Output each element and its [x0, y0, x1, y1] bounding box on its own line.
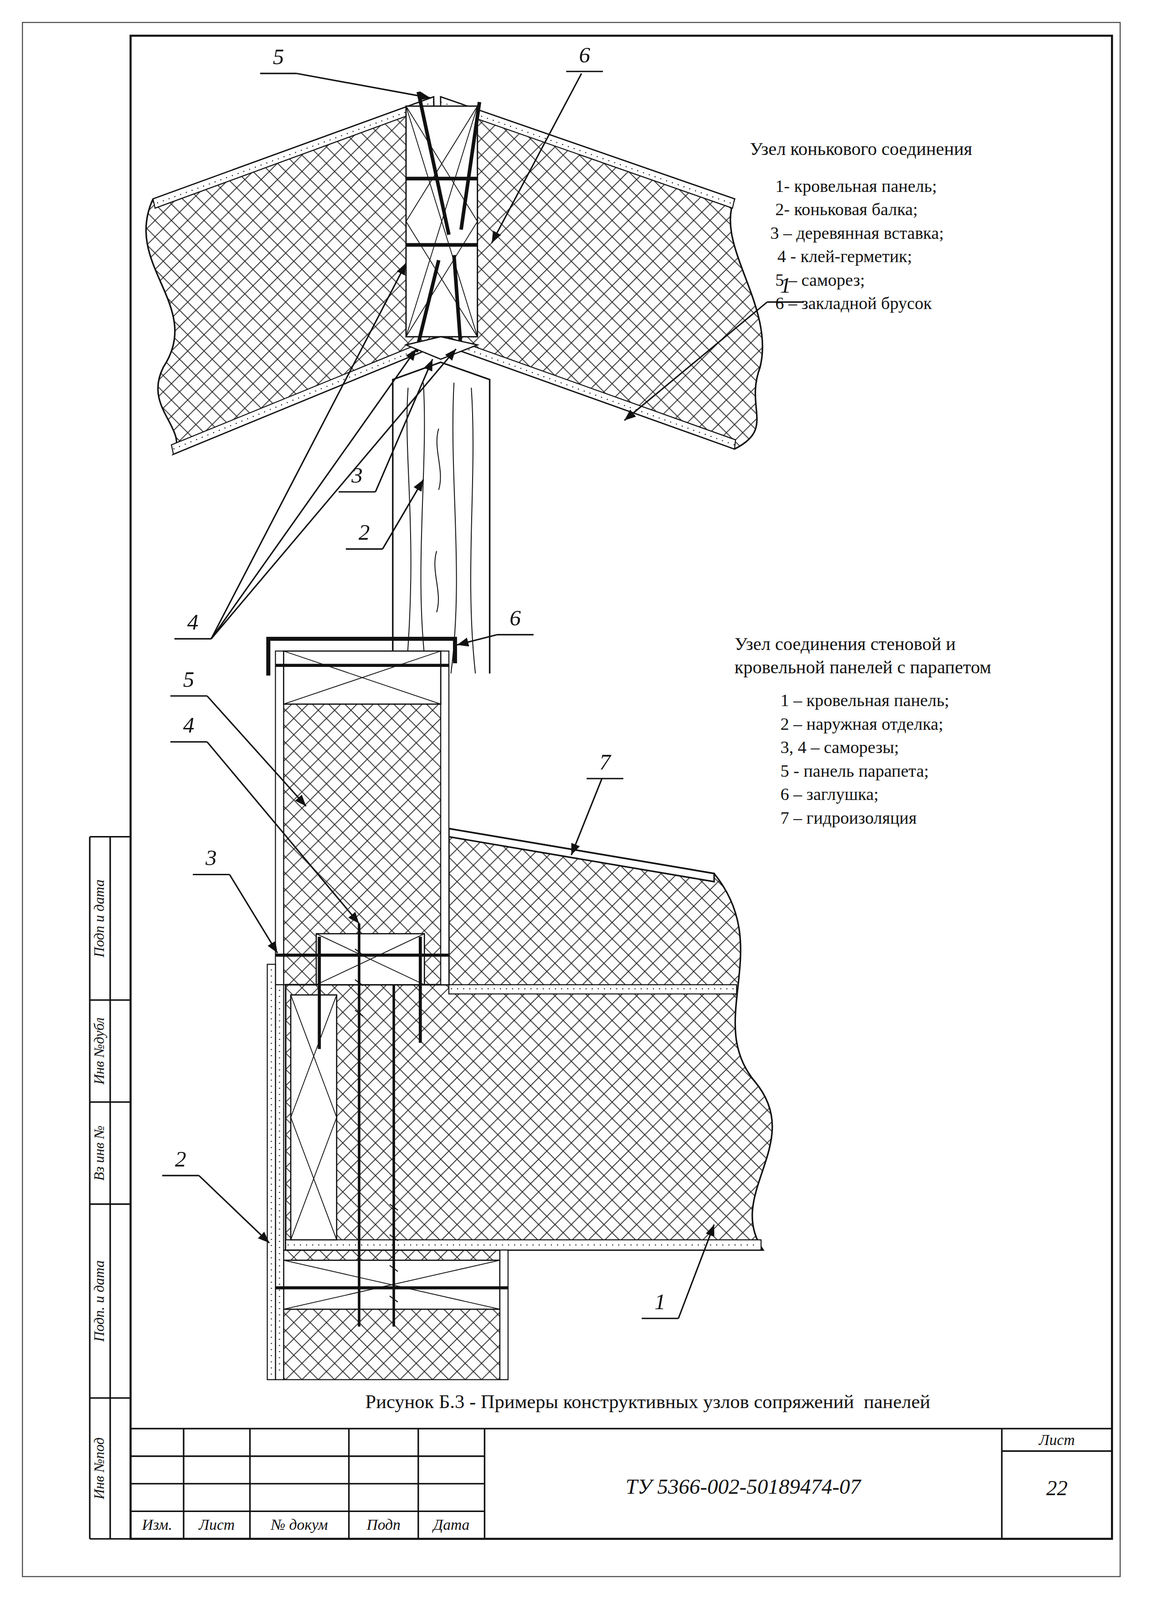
- legend-entry: 6 – заглушка;: [780, 783, 1087, 806]
- callout-number: 4: [173, 710, 205, 740]
- leader-lines-part: [229, 874, 278, 953]
- leader-lines: [162, 71, 804, 1319]
- ridge-joint-figure-part: [406, 106, 478, 337]
- leader-lines-part: [210, 349, 417, 639]
- leader-lines-part: [624, 302, 767, 421]
- leader-lines-part: [206, 741, 360, 923]
- ridge-joint-figure-part: [406, 91, 480, 352]
- parapet-joint-figure-part: [283, 1249, 500, 1380]
- parapet-joint-figure-part: [283, 650, 441, 704]
- parapet-joint-figure-part: [359, 923, 394, 1327]
- leader-lines-part: [491, 73, 582, 243]
- callout-number: 5: [263, 42, 294, 72]
- leader-lines-part: [199, 1175, 270, 1243]
- callout-number: 6: [499, 603, 531, 633]
- callout-number: 1: [770, 271, 801, 300]
- parapet-joint-figure-part: [283, 1260, 500, 1309]
- title-block-cell: Лист: [1001, 1428, 1112, 1451]
- stamp-field-label: Подп и дата: [89, 837, 111, 999]
- parapet-joint-figure-part: [283, 1260, 500, 1309]
- leader-lines-part: [678, 1224, 715, 1318]
- parapet-joint-figure-part: [499, 1249, 509, 1380]
- node-heading: Узел конькового соединения: [749, 137, 1097, 161]
- callout-number: 2: [349, 518, 380, 547]
- title-block-cell: Дата: [418, 1510, 485, 1539]
- sheet-frame-part: [89, 836, 131, 1539]
- parapet-joint-figure-part: [275, 984, 284, 1380]
- title-block-cell: 22: [1001, 1450, 1112, 1524]
- legend-entry: 3, 4 – саморезы;: [780, 736, 1087, 759]
- callout-number: 4: [177, 607, 209, 637]
- callout-number: 7: [589, 747, 621, 777]
- title-block-cell: № докум: [249, 1510, 349, 1539]
- title-block-part: [130, 1450, 1113, 1511]
- stamp-field-label: Инв №дубл: [89, 1000, 111, 1101]
- legend-entry: 4 - клей-герметик;: [777, 246, 1104, 269]
- parapet-joint-figure-part: [316, 933, 425, 985]
- legend-entry: 7 – гидроизоляция: [780, 807, 1087, 830]
- callout-number: 5: [173, 665, 205, 695]
- leader-lines-part: [296, 73, 431, 98]
- legend-entry: 2- коньковая балка;: [775, 199, 1102, 222]
- legend-entry: 5 - панель парапета;: [780, 760, 1087, 783]
- title-block-cell: Лист: [183, 1510, 251, 1539]
- leader-lines-part: [375, 359, 433, 492]
- leader-lines-part: [206, 695, 306, 807]
- parapet-joint-figure-part: [290, 994, 337, 1240]
- leader-lines-part: [382, 479, 424, 549]
- parapet-joint-figure-part: [440, 650, 449, 985]
- parapet-joint-figure-part: [271, 969, 280, 1376]
- title-block-part: [130, 1428, 1113, 1539]
- title-block-cell: Подп: [349, 1510, 419, 1539]
- parapet-joint-figure-part: [285, 1239, 762, 1250]
- parapet-joint-figure: [267, 638, 773, 1380]
- ridge-joint-figure-part: [440, 97, 735, 209]
- legend-entry: 6 – закладной брусок: [775, 292, 1102, 315]
- parapet-joint-figure-part: [283, 650, 441, 704]
- parapet-joint-figure-part: [316, 933, 425, 985]
- stamp-field-label: Инв №под: [89, 1398, 111, 1538]
- ridge-joint-figure-part: [392, 362, 490, 674]
- callout-number: 3: [195, 843, 227, 873]
- parapet-joint-figure-part: [283, 704, 441, 985]
- leader-lines-part: [457, 634, 497, 645]
- parapet-joint-figure-part: [448, 828, 715, 882]
- legend-entry: 2 – наружная отделка;: [780, 713, 1087, 736]
- parapet-joint-figure-part: [290, 994, 337, 1240]
- parapet-joint-figure-part: [275, 665, 508, 1288]
- title-block: [130, 1428, 1113, 1539]
- leader-lines-part: [162, 634, 679, 1318]
- stamp-field-label: Подп. и дата: [89, 1204, 111, 1397]
- sheet-frame: [22, 22, 1121, 1576]
- parapet-joint-figure-part: [268, 638, 456, 676]
- parapet-joint-figure-part: [275, 650, 284, 985]
- leader-lines-part: [174, 71, 804, 639]
- sheet-frame-part: [22, 22, 1121, 1576]
- stamp-field-label: Вз инв №: [89, 1102, 111, 1203]
- callout-number: 1: [644, 1287, 676, 1317]
- leader-lines-part: [210, 263, 407, 639]
- ridge-joint-figure-part: [392, 362, 490, 674]
- title-block-cell: ТУ 5366-002-50189474-07: [484, 1455, 1002, 1517]
- sheet-frame-part: [130, 35, 1113, 1539]
- figure-caption: Рисунок Б.3 - Примеры конструктивных узл…: [285, 1389, 1010, 1415]
- legend-entry: 5 – саморез;: [775, 269, 1102, 292]
- callout-number: 6: [569, 41, 600, 70]
- ridge-joint-figure-part: [406, 336, 478, 360]
- parapet-joint-figure-part: [355, 948, 398, 1302]
- ridge-joint-figure-part: [153, 97, 434, 209]
- callout-number: 3: [341, 461, 373, 490]
- title-block-cell: Изм.: [130, 1510, 184, 1539]
- legend-entry: 3 – деревянная вставка;: [770, 222, 1097, 245]
- ridge-joint-figure-part: [406, 382, 476, 674]
- callout-number: 2: [165, 1144, 196, 1174]
- ridge-joint-figure-part: [406, 106, 478, 337]
- legend-entry: 1- кровельная панель;: [775, 175, 1102, 198]
- legend-entry: 1 – кровельная панель;: [780, 689, 1087, 712]
- leader-lines-part: [210, 349, 456, 639]
- node-heading: Узел соединения стеновой и кровельной па…: [734, 632, 1016, 680]
- leader-lines-part: [571, 778, 603, 855]
